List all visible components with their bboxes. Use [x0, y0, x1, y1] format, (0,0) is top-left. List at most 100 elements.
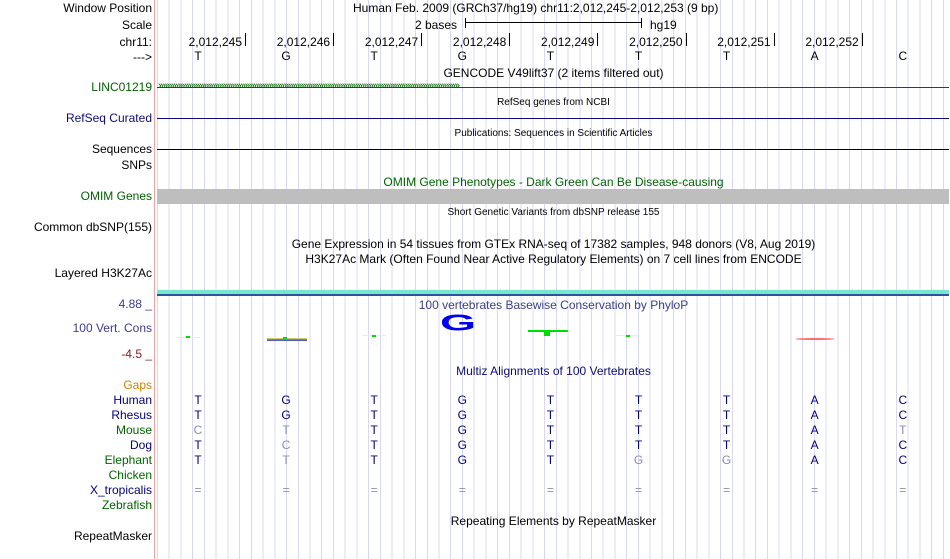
pubs-title: Publications: Sequences in Scientific Ar… — [454, 128, 653, 139]
label-omim[interactable]: OMIM Genes — [80, 189, 152, 203]
alignment-base: T — [194, 453, 202, 467]
label-strand[interactable]: ---> — [133, 50, 152, 64]
alignment-base: T — [194, 393, 202, 407]
coord-tick — [685, 33, 687, 46]
reference-base: T — [546, 49, 555, 63]
omim-bar[interactable] — [157, 189, 949, 204]
coord-label: 2,012,248 — [452, 35, 507, 49]
alignment-base: = — [634, 483, 642, 497]
alignment-base: T — [546, 408, 555, 422]
reference-base: G — [457, 49, 467, 63]
coord-tick — [861, 33, 863, 46]
phylop-logo-letter: G — [440, 309, 477, 336]
alignment-base: = — [723, 483, 731, 497]
reference-base: A — [810, 49, 819, 63]
alignment-base: T — [722, 408, 731, 422]
alignment-base: A — [810, 408, 819, 422]
label-separator — [154, 0, 155, 559]
species-label-elephant[interactable]: Elephant — [104, 453, 152, 467]
phylop-bar — [528, 330, 568, 336]
alignment-base: T — [370, 423, 378, 437]
alignment-base: T — [722, 438, 731, 452]
alignment-base: A — [810, 393, 819, 407]
refseq-line — [157, 118, 949, 119]
base-grid — [157, 0, 950, 559]
label-vert-cons[interactable]: 100 Vert. Cons — [72, 321, 152, 335]
label-repeatmasker[interactable]: RepeatMasker — [73, 529, 152, 543]
alignment-base: = — [546, 483, 554, 497]
alignment-base: A — [810, 453, 819, 467]
label-window-position: Window Position — [63, 1, 152, 15]
phylop-bar — [267, 338, 307, 341]
alignment-base: A — [810, 423, 819, 437]
alignment-base: G — [633, 453, 644, 467]
alignment-base: C — [281, 438, 291, 452]
reference-base: T — [722, 49, 731, 63]
alignment-base: C — [898, 453, 908, 467]
alignment-base: A — [810, 438, 819, 452]
alignment-base: T — [634, 438, 643, 452]
coord-tick — [509, 33, 511, 46]
species-label-human[interactable]: Human — [113, 393, 152, 407]
rmsk-title: Repeating Elements by RepeatMasker — [450, 514, 657, 528]
coord-label: 2,012,249 — [541, 35, 595, 49]
alignment-base: = — [811, 483, 819, 497]
label-phylop-max: 4.88 _ — [118, 297, 152, 311]
alignment-base: G — [457, 423, 467, 437]
alignment-base: G — [281, 393, 291, 407]
alignment-base: T — [722, 423, 731, 437]
alignment-base: T — [546, 453, 555, 467]
alignment-base: G — [457, 408, 467, 422]
alignment-base: T — [634, 423, 643, 437]
label-refseq[interactable]: RefSeq Curated — [65, 111, 152, 125]
coord-label: 2,012,246 — [276, 35, 331, 49]
position-title: Human Feb. 2009 (GRCh37/hg19) chr11:2,01… — [353, 1, 719, 15]
label-h3k27ac[interactable]: Layered H3K27Ac — [54, 266, 152, 280]
phylop-bar — [176, 336, 200, 338]
alignment-base: G — [281, 408, 291, 422]
phylop-bar — [362, 335, 386, 337]
h3k27ac-title: H3K27Ac Mark (Often Found Near Active Re… — [305, 252, 802, 266]
species-label-rhesus[interactable]: Rhesus — [111, 408, 152, 422]
label-scale: Scale — [121, 18, 152, 32]
linc01219-gene[interactable]: ››››››››››››››››››››››››››››››››››››››››… — [158, 80, 460, 92]
label-phylop-min: -4.5 _ — [121, 347, 152, 361]
alignment-base: G — [457, 393, 467, 407]
alignment-base: = — [194, 483, 202, 497]
species-label-x_tropicalis[interactable]: X_tropicalis — [89, 483, 152, 497]
label-sequences[interactable]: Sequences — [91, 142, 152, 156]
alignment-base: = — [370, 483, 378, 497]
reference-base: C — [898, 49, 908, 63]
species-label-mouse[interactable]: Mouse — [115, 423, 152, 437]
alignment-base: T — [282, 453, 290, 467]
label-dbsnp[interactable]: Common dbSNP(155) — [33, 220, 152, 234]
omim-title: OMIM Gene Phenotypes - Dark Green Can Be… — [383, 175, 724, 189]
alignment-base: T — [370, 453, 378, 467]
phylop-bar — [283, 337, 287, 339]
phylop-bar-negative — [795, 338, 835, 340]
dbsnp-title: Short Genetic Variants from dbSNP releas… — [447, 207, 660, 218]
alignment-base: T — [370, 393, 378, 407]
species-label-chicken[interactable]: Chicken — [108, 468, 152, 482]
label-gaps[interactable]: Gaps — [123, 378, 152, 392]
species-label-dog[interactable]: Dog — [129, 438, 152, 452]
alignment-base: T — [899, 423, 907, 437]
reference-base: G — [281, 49, 291, 63]
alignment-base: = — [458, 483, 466, 497]
label-linc01219[interactable]: LINC01219 — [91, 80, 152, 94]
assembly-label: hg19 — [650, 18, 677, 32]
label-chr: chr11: — [119, 35, 152, 49]
alignment-base: C — [898, 408, 908, 422]
alignment-base: C — [898, 393, 908, 407]
coord-label: 2,012,245 — [188, 35, 242, 49]
scale-text: 2 bases — [415, 18, 458, 32]
gencode-title: GENCODE V49lift37 (2 items filtered out) — [443, 66, 664, 80]
reference-base: T — [370, 49, 378, 63]
refseq-title: RefSeq genes from NCBI — [497, 97, 610, 108]
label-snps[interactable]: SNPs — [121, 158, 152, 172]
multiz-title: Multiz Alignments of 100 Vertebrates — [456, 364, 651, 378]
species-label-zebrafish[interactable]: Zebrafish — [101, 498, 152, 512]
coord-tick — [333, 33, 335, 46]
alignment-base: T — [634, 393, 643, 407]
